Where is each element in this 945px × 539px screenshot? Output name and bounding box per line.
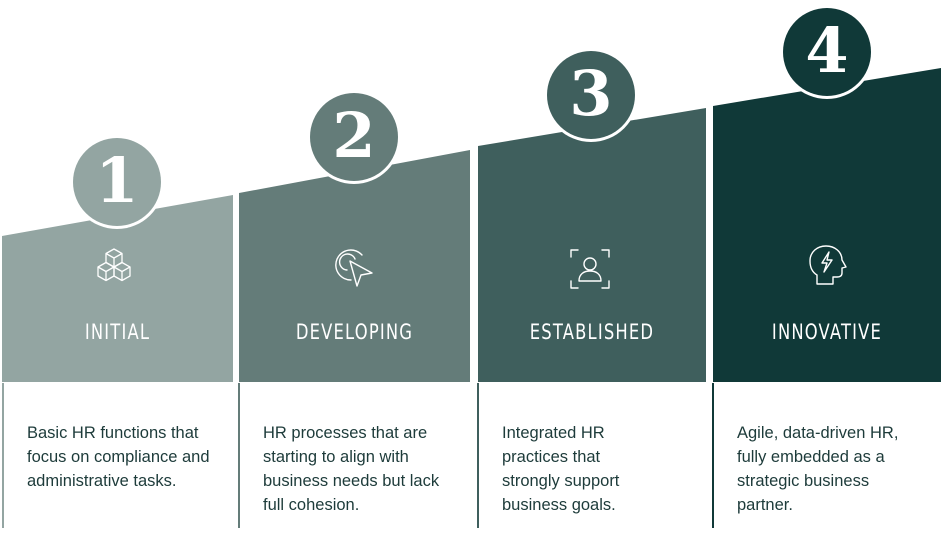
head-lightning-icon <box>809 245 847 285</box>
cubes-icon <box>97 248 131 282</box>
stage-3-circle-fill <box>547 51 635 139</box>
stage-4-number: 4 <box>805 14 849 87</box>
stage-4-title: INNOVATIVE <box>771 320 883 344</box>
stage-1-description-box: Basic HR functions that focus on complia… <box>2 383 238 528</box>
stage-1-block <box>2 195 233 382</box>
stage-3-block <box>478 108 706 382</box>
stage-4-block <box>713 68 941 382</box>
stage-3-description: Integrated HR practices that strongly su… <box>502 424 620 514</box>
stage-1-description: Basic HR functions that focus on complia… <box>27 424 210 490</box>
stage-1-number: 1 <box>95 144 139 217</box>
cursor-target-icon <box>335 249 373 287</box>
stage-2-description: HR processes that are starting to align … <box>263 424 440 514</box>
stage-3-title: ESTABLISHED <box>529 320 655 344</box>
stage-4-circle-fill <box>783 8 871 96</box>
stage-1-title: INITIAL <box>84 320 151 344</box>
stage-4-description-box: Agile, data-driven HR, fully embedded as… <box>712 383 945 528</box>
user-focus-icon <box>570 249 610 289</box>
stage-1-circle-fill <box>73 138 161 226</box>
stage-3-description-box: Integrated HR practices that strongly su… <box>477 383 713 528</box>
stage-2-circle-fill <box>310 93 398 181</box>
stage-3-number: 3 <box>569 57 613 130</box>
stage-4-description: Agile, data-driven HR, fully embedded as… <box>737 424 899 514</box>
stage-2-number: 2 <box>332 99 376 172</box>
stage-2-title: DEVELOPING <box>295 320 414 344</box>
stage-2-block <box>239 150 470 382</box>
stage-2-description-box: HR processes that are starting to align … <box>238 383 478 528</box>
